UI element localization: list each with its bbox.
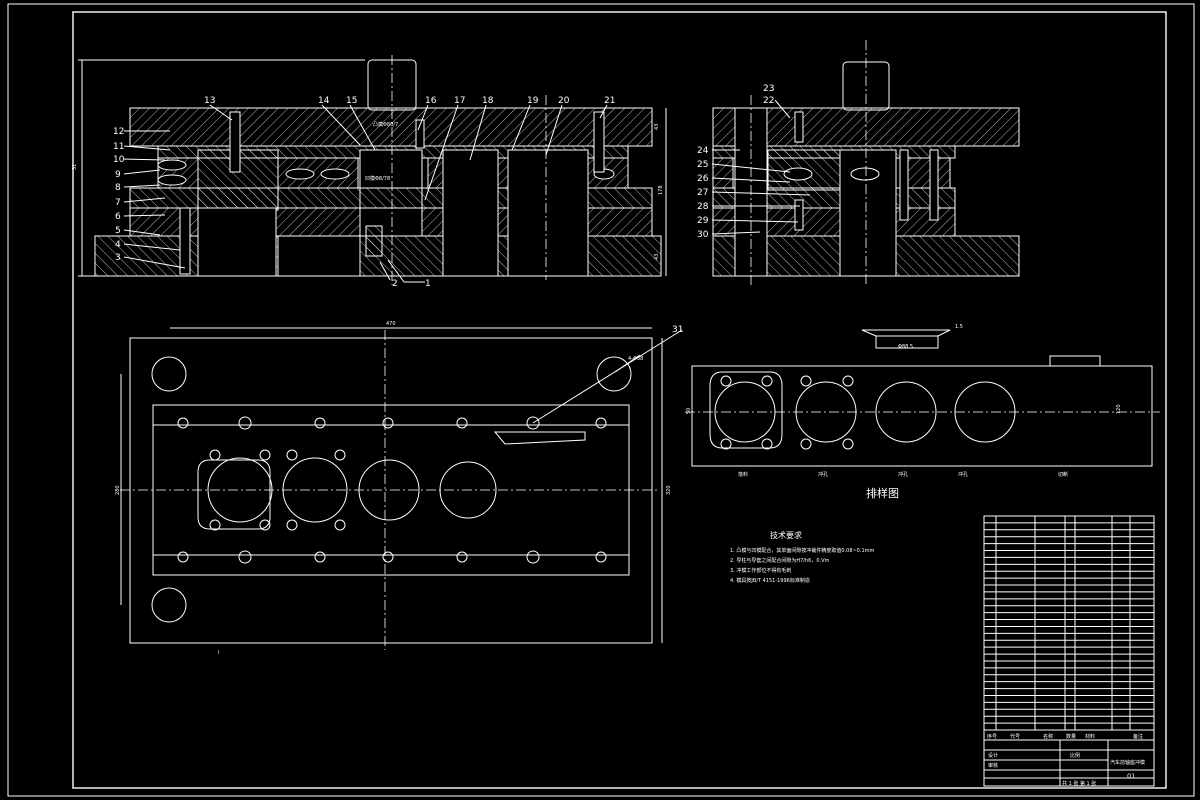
callout-15: 15 — [346, 96, 357, 106]
designer-label: 设计 — [988, 752, 998, 759]
front-section-view: 凸模Φ80/7 凹模Φ8/78 — [72, 55, 667, 289]
bom-rows — [984, 522, 1154, 724]
strip-section-note: 1.5 — [955, 324, 963, 330]
strip-layout-title: 排样图 — [866, 486, 899, 500]
tech-item-3: 3. 冲模工作部位不得有毛刺 — [730, 567, 791, 574]
dim-overall-height: 31 — [72, 164, 78, 170]
strip-section-dim: Φ88.5 — [898, 344, 913, 350]
callout-6: 6 — [115, 212, 121, 222]
station-1: 落料 — [738, 471, 748, 478]
callouts-side: 23 22 24 25 26 27 28 29 30 — [697, 84, 811, 240]
callout-17: 17 — [454, 96, 465, 106]
punch-label-lower: 凹模Φ8/78 — [365, 175, 390, 182]
callout-19: 19 — [527, 96, 539, 106]
station-3: 冲孔 — [898, 471, 908, 478]
callout-13: 13 — [204, 96, 215, 106]
hdr-qty: 数量 — [1066, 733, 1076, 740]
hdr-material: 材料 — [1085, 733, 1095, 740]
callout-14: 14 — [318, 96, 330, 106]
callout-5: 5 — [115, 226, 121, 236]
station-4: 冲孔 — [958, 471, 968, 478]
dim-width-470: 470 — [386, 321, 396, 327]
callout-10: 10 — [113, 155, 125, 165]
dim-height-280: 280 — [115, 485, 121, 495]
callout-8: 8 — [115, 183, 121, 193]
checker-label: 审核 — [988, 762, 998, 769]
small-holes-top — [177, 416, 607, 564]
hdr-no: 序号 — [987, 733, 997, 740]
callout-25: 25 — [697, 160, 708, 170]
callout-9: 9 — [115, 170, 121, 180]
callout-16: 16 — [425, 96, 437, 106]
strip-height-dim: 50 — [686, 408, 692, 414]
hdr-name: 名称 — [1043, 733, 1053, 740]
strip-layout: Φ88.5 1.5 50 120 落料 冲孔 冲孔 冲孔 切断 排样图 — [685, 324, 1160, 500]
hdr-code: 代号 — [1010, 733, 1020, 740]
callout-24: 24 — [697, 146, 709, 156]
top-plan-view: 470 280 320 4-Φ38 31 I — [115, 321, 683, 656]
punch-label-upper: 凸模Φ80/7 — [373, 121, 398, 128]
station-2: 冲孔 — [818, 471, 828, 478]
outer-border — [7, 3, 1195, 797]
part-name: 汽车前轴座冲模 — [1110, 759, 1145, 766]
callout-28: 28 — [697, 202, 709, 212]
dim-plate-2: 43 — [654, 254, 660, 260]
callout-31: 31 — [672, 325, 683, 335]
hdr-remark: 备注 — [1133, 733, 1143, 740]
tech-requirements: 技术要求 1. 凸模与凹模配合，其单面间隙按冲裁件精度取值0.08~0.1mm … — [730, 530, 875, 584]
tech-title: 技术要求 — [770, 530, 802, 540]
scale-label: 比例 — [1070, 752, 1080, 759]
tech-item-2: 2. 导柱与导套之间配合间隙为H7/h6，0.Vm — [730, 557, 830, 564]
callout-30: 30 — [697, 230, 709, 240]
callout-23: 23 — [763, 84, 774, 94]
tech-item-1: 1. 凸模与凹模配合，其单面间隙按冲裁件精度取值0.08~0.1mm — [730, 547, 875, 554]
callouts-front: 13 14 15 16 17 18 19 20 21 12 11 10 9 — [113, 96, 615, 289]
dim-right-height: 178 — [658, 185, 664, 195]
callout-22: 22 — [763, 96, 774, 106]
strip-height-dim-right: 120 — [1116, 404, 1122, 414]
callout-21: 21 — [604, 96, 615, 106]
callout-20: 20 — [558, 96, 570, 106]
tech-item-4: 4. 模具按JB/T 4151-1996标准制造 — [730, 577, 810, 584]
callout-7: 7 — [115, 198, 121, 208]
callout-2: 2 — [392, 279, 398, 289]
station-5: 切断 — [1058, 471, 1068, 478]
title-block: 序号 代号 名称 数量 材料 备注 汽车前轴座冲模 01 设计 审核 比例 共 … — [983, 515, 1155, 787]
drawing-no: 01 — [1127, 772, 1135, 780]
dim-height-320: 320 — [666, 485, 672, 495]
callout-3: 3 — [115, 253, 121, 263]
dim-plate-1: 43 — [654, 124, 660, 130]
callout-29: 29 — [697, 216, 709, 226]
callout-11: 11 — [113, 142, 124, 152]
callout-18: 18 — [482, 96, 494, 106]
sheet-label: 共 1 张 第 1 张 — [1062, 780, 1096, 787]
callout-4: 4 — [115, 240, 121, 250]
callout-27: 27 — [697, 188, 708, 198]
callout-1: 1 — [425, 279, 431, 289]
callout-26: 26 — [697, 174, 709, 184]
section-mark: I — [218, 650, 219, 656]
side-section-view: 23 22 24 25 26 27 28 29 30 — [697, 40, 1020, 285]
inner-border — [72, 11, 1167, 789]
callout-12: 12 — [113, 127, 124, 137]
